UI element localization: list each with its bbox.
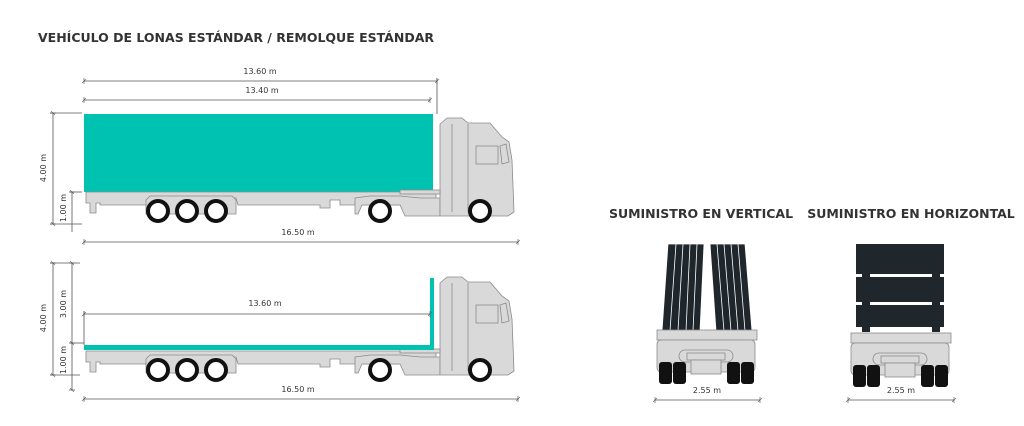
- headboard: [430, 278, 434, 350]
- vertical-supply-title: SUMINISTRO EN VERTICAL: [609, 206, 793, 221]
- trailer-rear-body: [850, 332, 952, 388]
- width-label: 2.55 m: [693, 386, 721, 395]
- inner-length-label: 13.40 m: [245, 86, 278, 95]
- covered-truck-diagram: 13.60 m 13.40 m 4.00 m 1.00 m 16.50 m: [39, 67, 521, 246]
- truck-tractor-trailer: [84, 275, 516, 382]
- page-title: VEHÍCULO DE LONAS ESTÁNDAR / REMOLQUE ES…: [38, 30, 434, 45]
- height-label: 4.00 m: [39, 304, 48, 332]
- flatbed-truck-diagram: 13.60 m 4.00 m 3.00 m 1.00 m 16.50 m: [39, 260, 521, 403]
- load-height-label: 3.00 m: [59, 290, 68, 318]
- horizontal-load: [856, 244, 944, 332]
- width-label: 2.55 m: [887, 386, 915, 395]
- flatbed-deck: [84, 345, 434, 350]
- rear-view-vertical: SUMINISTRO EN VERTICAL 2.55 m: [609, 206, 793, 404]
- rear-view-horizontal: SUMINISTRO EN HORIZONTAL 2.55 m: [807, 206, 1015, 404]
- vehicle-length-label: 16.50 m: [281, 228, 314, 237]
- floor-height-label: 1.00 m: [59, 346, 68, 374]
- cargo-box: [84, 114, 433, 192]
- floor-height-label: 1.00 m: [59, 194, 68, 222]
- vehicle-length-label: 16.50 m: [281, 385, 314, 394]
- vertical-load: [661, 243, 753, 332]
- total-length-label: 13.60 m: [243, 67, 276, 76]
- trailer-rear-body: [656, 329, 758, 385]
- height-label: 4.00 m: [39, 154, 48, 182]
- deck-length-label: 13.60 m: [248, 299, 281, 308]
- horizontal-supply-title: SUMINISTRO EN HORIZONTAL: [807, 206, 1015, 221]
